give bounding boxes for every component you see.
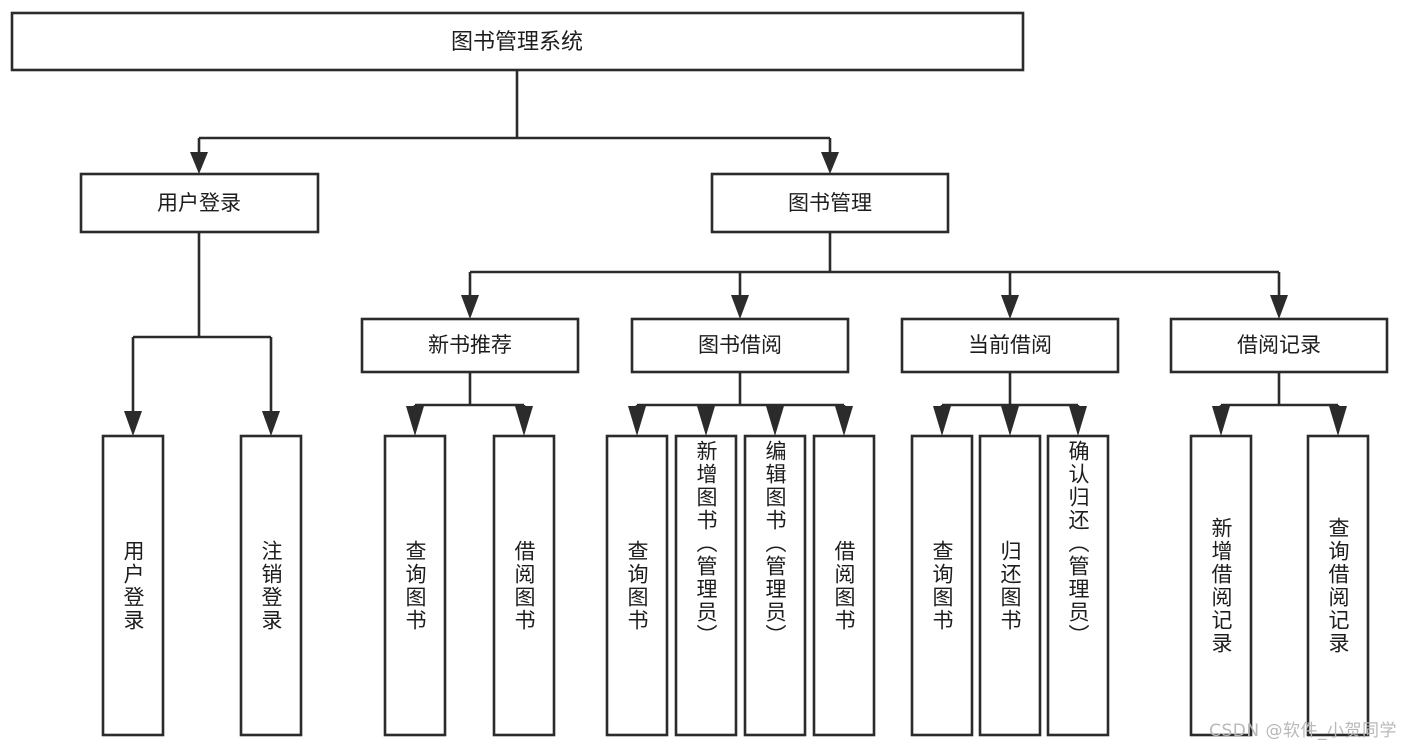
- node-root-label: 图书管理系统: [451, 30, 583, 55]
- arrow-head-user-login: [190, 152, 208, 174]
- arrow-head-borrow-record: [1270, 295, 1288, 319]
- node-leaf-return-book[interactable]: [978, 434, 1042, 737]
- arrow-head-leaf-query-book-3: [933, 406, 951, 436]
- node-current-borrow[interactable]: [900, 317, 1120, 374]
- arrow-head-leaf-add-book: [697, 406, 715, 436]
- node-leaf-query-book-2[interactable]: [605, 434, 669, 737]
- node-leaf-query-book-3[interactable]: [910, 434, 974, 737]
- arrow-head-leaf-confirm-return: [1069, 406, 1087, 436]
- node-borrow-record-label: 借阅记录: [1237, 333, 1321, 357]
- node-user-login[interactable]: [79, 172, 320, 234]
- node-root[interactable]: [10, 11, 1025, 72]
- node-layer: 图书管理系统 用户登录 图书管理 新书推荐 图书借阅 当前借阅 借阅记录: [10, 11, 1389, 737]
- node-book-borrow[interactable]: [630, 317, 850, 374]
- arrow-head-leaf-borrow-book-1: [515, 406, 533, 436]
- node-new-book-recommend-label: 新书推荐: [428, 333, 512, 357]
- node-book-manage-label: 图书管理: [788, 191, 872, 215]
- node-user-login-label: 用户登录: [157, 191, 241, 215]
- arrow-head-leaf-query-book-2: [628, 406, 646, 436]
- node-borrow-record[interactable]: [1169, 317, 1389, 374]
- arrow-head-leaf-return-book: [1001, 406, 1019, 436]
- node-book-borrow-label: 图书借阅: [698, 333, 782, 357]
- node-leaf-confirm-return[interactable]: [1046, 434, 1110, 737]
- arrow-head-leaf-user-login: [124, 411, 142, 436]
- node-leaf-user-login[interactable]: [101, 434, 165, 737]
- arrow-head-book-borrow: [731, 295, 749, 319]
- arrow-head-leaf-edit-book: [766, 406, 784, 436]
- node-new-book-recommend[interactable]: [360, 317, 580, 374]
- arrow-head-leaf-logout-login: [262, 411, 280, 436]
- arrow-head-book-manage: [821, 152, 839, 174]
- node-leaf-logout-login[interactable]: [239, 434, 303, 737]
- node-leaf-query-book-1[interactable]: [383, 434, 447, 737]
- node-leaf-add-record[interactable]: [1189, 434, 1253, 737]
- node-leaf-query-record[interactable]: [1306, 434, 1370, 737]
- arrow-head-leaf-query-book-1: [406, 406, 424, 436]
- node-current-borrow-label: 当前借阅: [968, 333, 1052, 357]
- node-leaf-borrow-book-1[interactable]: [492, 434, 556, 737]
- node-book-manage[interactable]: [710, 172, 950, 234]
- arrow-head-leaf-query-record: [1329, 406, 1347, 436]
- watermark: CSDN @软件_小贺同学: [1209, 721, 1397, 741]
- arrow-head-new-book-recommend: [461, 295, 479, 319]
- arrow-head-leaf-borrow-book-2: [835, 406, 853, 436]
- node-leaf-add-book[interactable]: [674, 434, 738, 737]
- node-leaf-borrow-book-2[interactable]: [812, 434, 876, 737]
- arrow-head-leaf-add-record: [1212, 406, 1230, 436]
- connector-layer: [124, 70, 1347, 436]
- arrow-head-current-borrow: [1001, 295, 1019, 319]
- node-leaf-edit-book[interactable]: [743, 434, 807, 737]
